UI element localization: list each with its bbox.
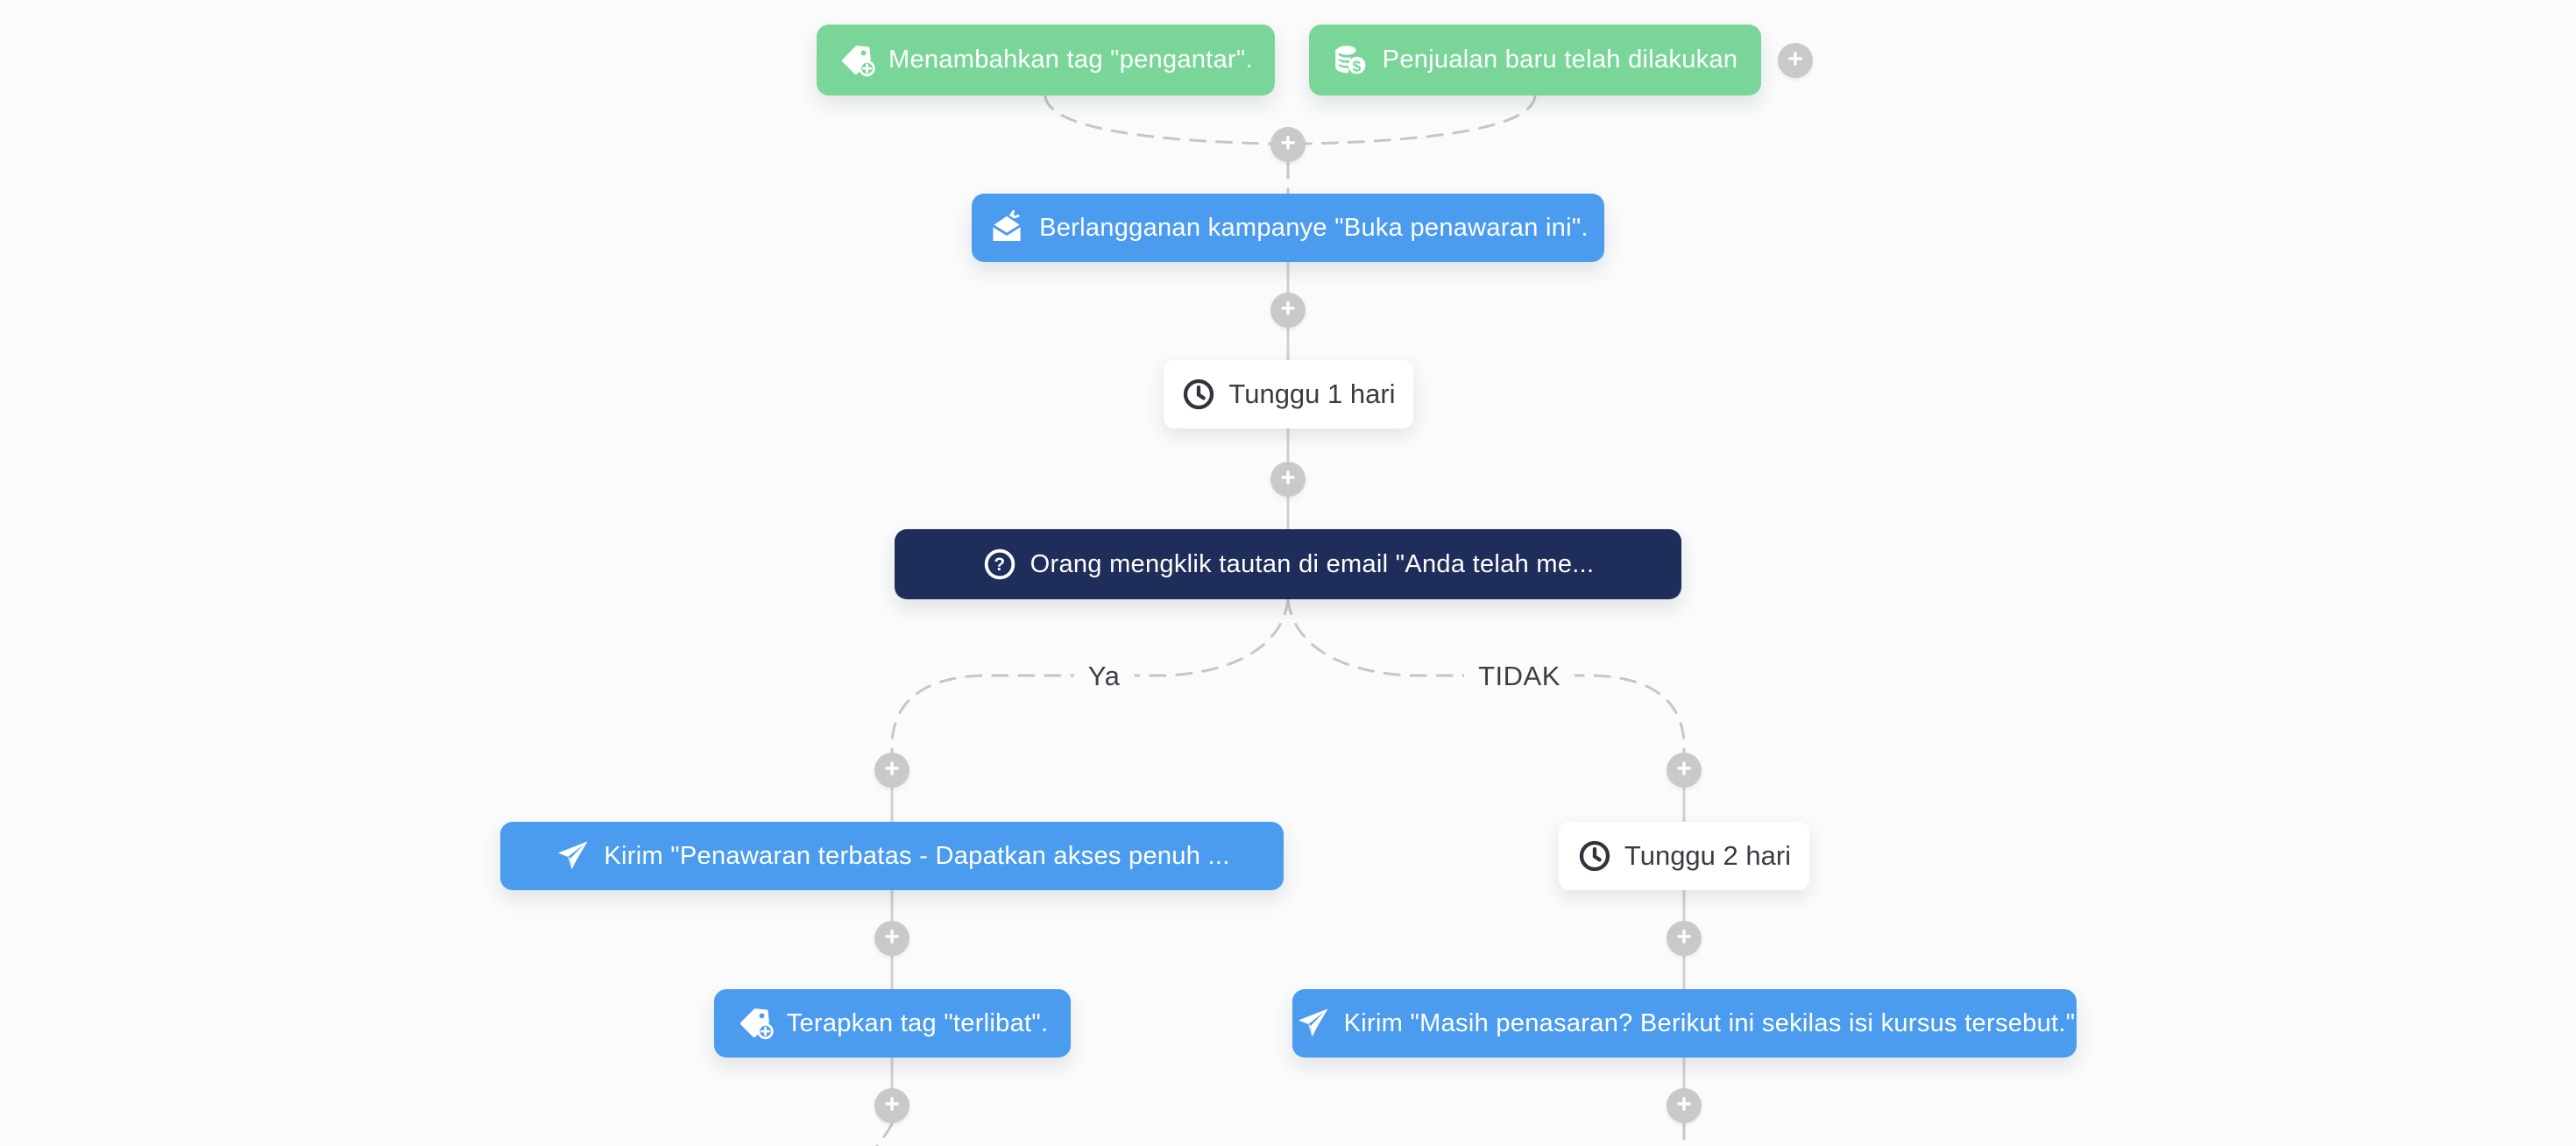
tag-add-icon <box>839 42 875 79</box>
add-node-button-5[interactable]: + <box>874 1088 909 1123</box>
add-node-button-no-branch[interactable]: + <box>1667 753 1702 788</box>
tag-add-icon <box>737 1005 774 1042</box>
action-node-send-offer[interactable]: Kirim "Penawaran terbatas - Dapatkan aks… <box>500 822 1284 890</box>
wait-node-2[interactable]: Tunggu 2 hari <box>1559 822 1809 890</box>
add-node-button-1[interactable]: + <box>1270 293 1306 328</box>
add-node-button-merge[interactable]: + <box>1270 127 1306 162</box>
branch-label-no: TIDAK <box>1464 659 1575 694</box>
connector-exit-left <box>875 1122 894 1146</box>
node-label: Orang mengklik tautan di email "Anda tel… <box>1030 549 1595 578</box>
coins-icon: $ <box>1333 42 1369 79</box>
svg-text:?: ? <box>994 555 1005 575</box>
condition-node-link-click[interactable]: ? Orang mengklik tautan di email "Anda t… <box>895 529 1681 599</box>
plus-icon: + <box>884 754 900 783</box>
plus-icon: + <box>884 1090 900 1119</box>
action-node-send-reminder[interactable]: Kirim "Masih penasaran? Berikut ini seki… <box>1292 989 2077 1058</box>
add-node-button-3[interactable]: + <box>874 921 909 956</box>
action-node-subscribe-campaign[interactable]: Berlangganan kampanye "Buka penawaran in… <box>972 194 1604 262</box>
plus-icon: + <box>1676 754 1692 783</box>
paper-plane-icon <box>554 838 591 874</box>
trigger-node-add-tag[interactable]: Menambahkan tag "pengantar". <box>817 25 1275 96</box>
plus-icon: + <box>1280 463 1296 492</box>
branch-label-yes: Ya <box>1073 659 1135 694</box>
plus-icon: + <box>1280 294 1296 323</box>
svg-text:$: $ <box>1352 57 1361 74</box>
campaign-email-icon <box>987 209 1026 247</box>
node-label: Kirim "Penawaran terbatas - Dapatkan aks… <box>604 841 1230 870</box>
wait-node-1[interactable]: Tunggu 1 hari <box>1164 360 1413 428</box>
plus-icon: + <box>1676 923 1692 951</box>
add-trigger-button[interactable]: + <box>1778 43 1813 78</box>
question-circle-icon: ? <box>982 547 1017 582</box>
plus-icon: + <box>884 923 900 951</box>
action-node-apply-tag[interactable]: Terapkan tag "terlibat". <box>714 989 1071 1058</box>
node-label: Tunggu 1 hari <box>1228 378 1396 409</box>
add-node-button-6[interactable]: + <box>1667 1088 1702 1123</box>
plus-icon: + <box>1787 45 1803 74</box>
node-label: Menambahkan tag "pengantar". <box>888 46 1253 74</box>
trigger-node-new-sale[interactable]: $ Penjualan baru telah dilakukan <box>1309 25 1761 96</box>
paper-plane-icon <box>1294 1005 1331 1042</box>
add-node-button-yes-branch[interactable]: + <box>874 753 909 788</box>
node-label: Kirim "Masih penasaran? Berikut ini seki… <box>1343 1008 2076 1037</box>
node-label: Terapkan tag "terlibat". <box>786 1008 1049 1037</box>
node-label: Penjualan baru telah dilakukan <box>1382 46 1738 74</box>
node-label: Tunggu 2 hari <box>1624 840 1792 871</box>
plus-icon: + <box>1280 129 1296 158</box>
clock-icon <box>1181 377 1216 412</box>
add-node-button-2[interactable]: + <box>1270 462 1306 497</box>
plus-icon: + <box>1676 1090 1692 1119</box>
clock-icon <box>1577 838 1612 874</box>
connector-trigger1-merge <box>1044 95 1272 145</box>
add-node-button-4[interactable]: + <box>1667 921 1702 956</box>
connector-trigger2-merge <box>1304 95 1537 145</box>
node-label: Berlangganan kampanye "Buka penawaran in… <box>1039 213 1589 242</box>
